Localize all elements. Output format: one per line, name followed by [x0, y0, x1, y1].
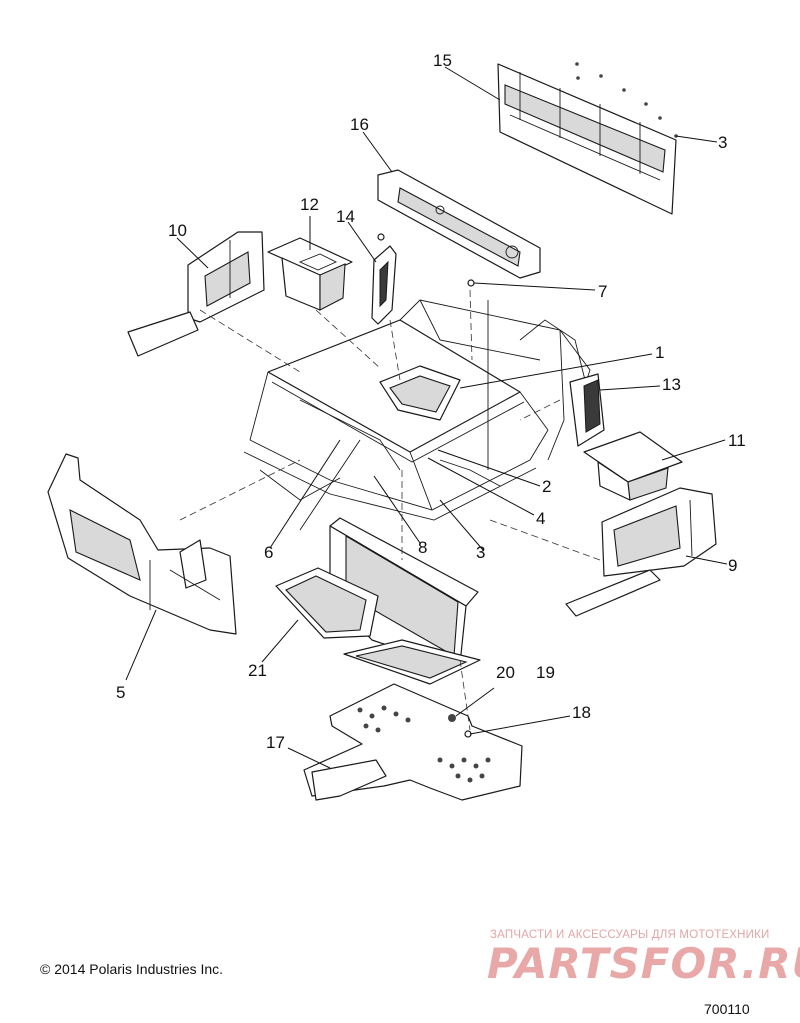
callout-17: 17: [266, 733, 285, 752]
watermark-logo: PARTSFOR.RU: [487, 939, 800, 988]
callout-10: 10: [168, 221, 187, 240]
callout-4: 4: [536, 509, 545, 528]
part-18-skid-plate: [303, 683, 523, 801]
callout-18: 18: [572, 703, 591, 722]
part-3-screws: [575, 62, 678, 138]
callout-3-frame: 3: [476, 543, 485, 562]
copyright-text: © 2014 Polaris Industries Inc.: [40, 961, 224, 977]
callout-19: 19: [536, 663, 555, 682]
part-9-right-panel: [565, 487, 717, 617]
callout-20: 20: [496, 663, 515, 682]
part-14-vent: [371, 233, 397, 325]
part-10-left-panel: [127, 231, 265, 357]
callout-9: 9: [728, 556, 737, 575]
callout-16: 16: [350, 115, 369, 134]
callout-7: 7: [598, 282, 607, 301]
part-11-right-bin: [583, 431, 683, 501]
part-13-right-vent: [569, 373, 605, 447]
callout-6: 6: [264, 543, 273, 562]
callout-11: 11: [728, 431, 746, 450]
callout-3-rear: 3: [718, 133, 727, 152]
part-12-storage-bin: [267, 237, 353, 311]
callout-15: 15: [433, 51, 452, 70]
part-5-front-left-panel: [47, 453, 237, 635]
vehicle-frame: [243, 299, 591, 531]
figure-number: 700110: [704, 1001, 750, 1017]
part-16-cross-panel: [377, 169, 541, 279]
assembly-dash-lines: [179, 289, 601, 731]
callout-5: 5: [116, 683, 125, 702]
part-21-floor-tray: [275, 567, 481, 685]
watermark-caption: ЗАПЧАСТИ И АКСЕССУАРЫ ДЛЯ МОТОТЕХНИКИ: [490, 929, 770, 941]
callout-1: 1: [655, 343, 664, 362]
callout-2: 2: [542, 477, 551, 496]
callout-labels: 15 3 16 10 12 14 7 1 13 11 2 4 3 6 8 9 5…: [116, 51, 746, 752]
callout-12: 12: [300, 195, 319, 214]
callout-14: 14: [336, 207, 355, 226]
callout-8: 8: [418, 538, 427, 557]
part-7-fastener: [467, 279, 475, 287]
callout-21: 21: [248, 661, 267, 680]
part-15-rear-panel: [497, 63, 677, 215]
callout-13: 13: [662, 375, 681, 394]
leader-lines: [125, 66, 728, 769]
